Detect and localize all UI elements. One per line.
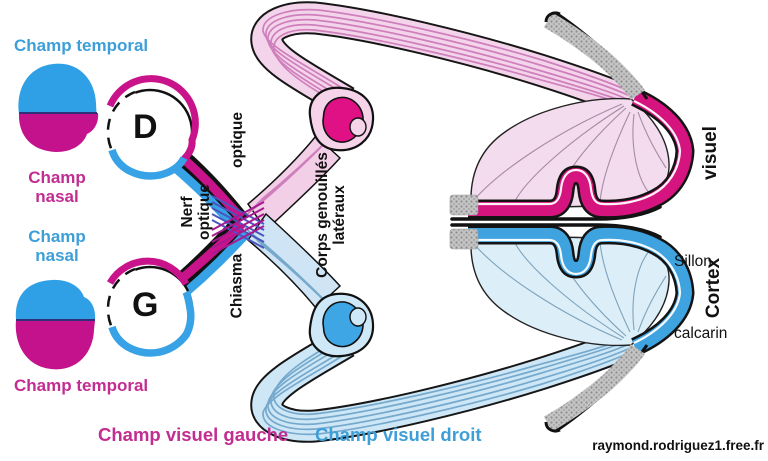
optic-chiasma-crosshatch — [211, 195, 265, 255]
label-nasal-field-bottom: Champ nasal — [28, 227, 86, 266]
retina-band-magenta — [106, 257, 190, 286]
left-eye-letter: G — [132, 286, 159, 324]
label-temporal-field-bottom: Champ temporal — [14, 376, 149, 395]
label-visual: visuel — [700, 126, 722, 180]
label-lateral-geniculate: Corps genouillés latéraux — [313, 152, 348, 278]
right-eye-letter: D — [133, 108, 158, 146]
retina-band-blue — [108, 148, 188, 180]
label-optic-nerve: Nerf optique — [178, 184, 213, 240]
retina-band-magenta — [106, 75, 199, 162]
watermark: raymond.rodriguez1.free.fr — [592, 438, 764, 453]
retina-band-blue — [108, 290, 195, 357]
label-chiasma: Chiasma — [228, 253, 246, 319]
label-calcarine-sulcus: Sillon calcarin — [674, 253, 728, 343]
label-right-visual-field: Champ visuel droit — [315, 424, 482, 445]
label-optic-tract: optique — [229, 112, 247, 168]
label-cortex: Cortex — [703, 257, 725, 319]
label-nasal-field-top: Champ nasal — [28, 168, 86, 207]
label-left-visual-field: Champ visuel gauche — [98, 424, 289, 445]
right-eye — [105, 75, 249, 231]
visual-field-blob-upper — [18, 63, 99, 152]
label-temporal-field-top: Champ temporal — [14, 36, 149, 55]
visual-field-blob-lower — [15, 279, 96, 370]
